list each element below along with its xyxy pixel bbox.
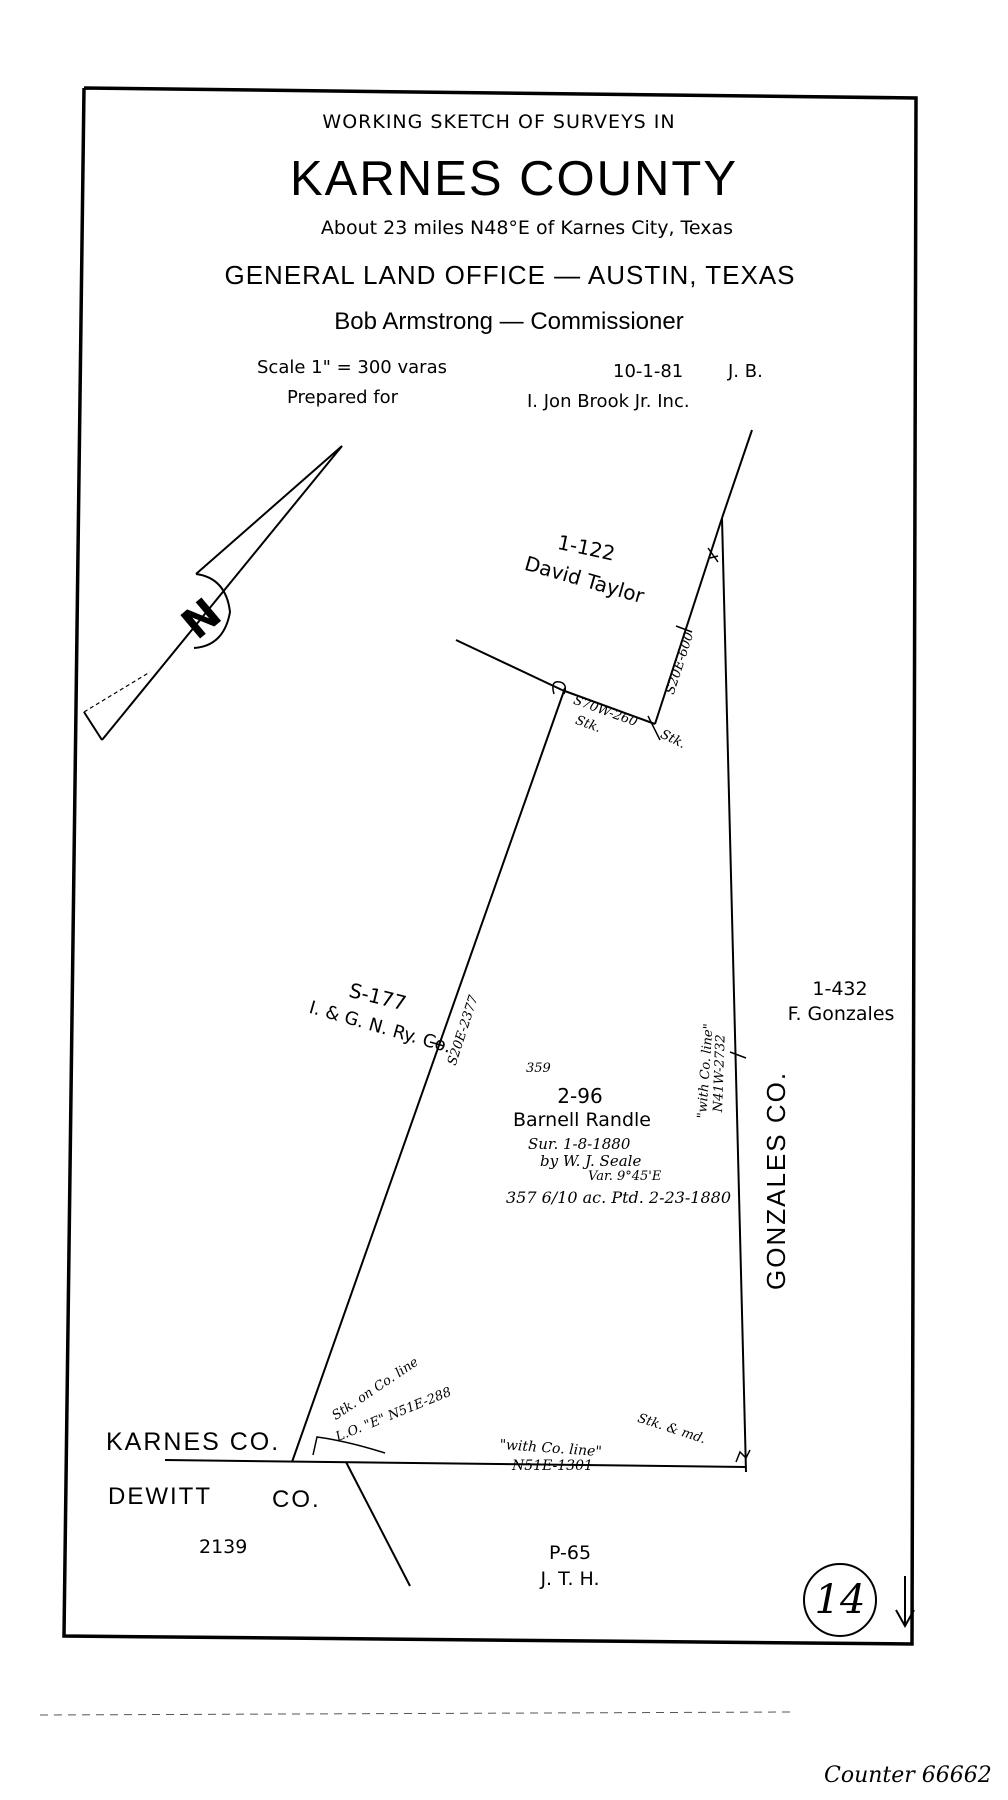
header-line1: WORKING SKETCH OF SURVEYS IN xyxy=(322,111,676,133)
corner-stake-mark xyxy=(735,1449,751,1463)
karnes-county-label: KARNES CO. xyxy=(106,1428,281,1456)
randle-surveyor: by W. J. Seale xyxy=(540,1152,642,1170)
railway-boundary-line xyxy=(291,687,566,1463)
tick-mark xyxy=(709,555,719,559)
prepared-for-value: I. Jon Brook Jr. Inc. xyxy=(527,391,690,412)
randle-name: Barnell Randle xyxy=(513,1109,651,1131)
prepared-for-label: Prepared for xyxy=(287,387,399,408)
sheet-number: 14 xyxy=(814,1577,866,1623)
counter-number: Counter 66662 xyxy=(824,1763,992,1788)
tick-mark xyxy=(729,1051,747,1059)
corner-stake-mark xyxy=(552,681,567,695)
gonzales-abstract: 1-432 xyxy=(812,978,868,1000)
initials-text: J. B. xyxy=(728,361,763,382)
gonzales-county-line xyxy=(721,517,747,1473)
taylor-boundary-line xyxy=(455,639,563,691)
call-n41w-2732: N41W-2732 xyxy=(711,1034,729,1113)
randle-survey-date: Sur. 1-8-1880 xyxy=(528,1135,631,1153)
tick-mark xyxy=(707,547,719,563)
call-n51e-1301: N51E-1301 xyxy=(512,1458,593,1474)
north-arrow xyxy=(83,445,343,741)
tick-mark xyxy=(429,1041,445,1047)
jth-name: J. T. H. xyxy=(540,1568,600,1590)
dewitt-abstract: 2139 xyxy=(199,1536,248,1558)
tick-mark xyxy=(675,625,693,633)
dewitt-co-label: CO. xyxy=(272,1486,321,1513)
sheet-number-circle xyxy=(803,1563,877,1637)
randle-variation: Var. 9°45'E xyxy=(588,1169,662,1184)
randle-number-small: 359 xyxy=(526,1061,551,1076)
scale-text: Scale 1" = 300 varas xyxy=(257,357,447,378)
county-title: KARNES COUNTY xyxy=(289,152,739,206)
dashed-baseline xyxy=(39,1711,791,1716)
lo-triangle xyxy=(312,1436,386,1456)
gonzales-name: F. Gonzales xyxy=(787,1003,895,1025)
s70w-line xyxy=(561,689,656,725)
s20e-600-line xyxy=(654,517,723,725)
map-frame xyxy=(62,86,918,1646)
dewitt-diagonal-line xyxy=(345,1461,411,1587)
tick-mark xyxy=(647,715,661,741)
north-extension-line xyxy=(721,429,753,519)
jth-abstract: P-65 xyxy=(548,1542,592,1564)
location-line: About 23 miles N48°E of Karnes City, Tex… xyxy=(320,217,734,239)
commissioner-line: Bob Armstrong — Commissioner xyxy=(334,308,684,335)
office-line: GENERAL LAND OFFICE — AUSTIN, TEXAS xyxy=(224,260,796,290)
dewitt-county-label: DEWITT xyxy=(108,1483,212,1510)
randle-patent: 357 6/10 ac. Ptd. 2-23-1880 xyxy=(506,1188,731,1207)
gonzales-county-label: GONZALES CO. xyxy=(761,1070,791,1290)
down-arrowhead xyxy=(895,1609,915,1629)
date-text: 10-1-81 xyxy=(613,361,684,382)
karnes-dewitt-county-line xyxy=(164,1459,747,1468)
randle-abstract: 2-96 xyxy=(557,1084,603,1108)
